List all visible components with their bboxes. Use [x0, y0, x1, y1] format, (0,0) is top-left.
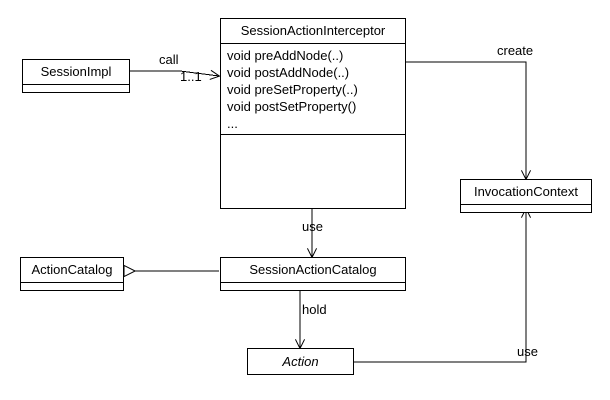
- class-attributes-compartment-invocation-context: [461, 204, 591, 212]
- edge-create-line: [406, 61, 526, 179]
- class-box-invocation-context[interactable]: InvocationContext: [460, 179, 592, 213]
- class-operation: void preSetProperty(..): [227, 82, 358, 97]
- class-title-action-catalog: ActionCatalog: [31, 262, 113, 277]
- edge-call-line: [130, 71, 219, 76]
- edge-label-use-context: use: [517, 344, 538, 359]
- edge-label-call-multiplicity: 1..1: [180, 69, 202, 84]
- class-operation: ...: [227, 116, 238, 131]
- edge-label-call: call: [159, 52, 179, 67]
- class-extra-compartment-session-action-interceptor: [221, 134, 405, 206]
- class-title-invocation-context: InvocationContext: [473, 184, 579, 199]
- class-title-session-impl: SessionImpl: [40, 64, 112, 79]
- edge-use-context-line: [354, 209, 526, 363]
- class-attributes-compartment-session-action-catalog: [221, 282, 405, 290]
- class-title-session-action-catalog: SessionActionCatalog: [249, 262, 377, 277]
- class-operations-compartment-session-action-interceptor: void preAddNode(..) void postAddNode(..)…: [221, 43, 405, 134]
- class-box-session-impl[interactable]: SessionImpl: [22, 59, 130, 93]
- edge-label-hold: hold: [302, 302, 327, 317]
- class-title-action: Action: [282, 354, 319, 369]
- class-box-action[interactable]: Action: [247, 348, 354, 375]
- class-title-session-action-interceptor: SessionActionInterceptor: [240, 23, 386, 38]
- class-box-session-action-interceptor[interactable]: SessionActionInterceptor void preAddNode…: [220, 18, 406, 209]
- edge-label-use-catalog: use: [302, 219, 323, 234]
- class-attributes-compartment-session-impl: [23, 84, 129, 92]
- edge-label-create: create: [497, 43, 534, 58]
- class-box-action-catalog[interactable]: ActionCatalog: [20, 257, 124, 291]
- class-attributes-compartment-action-catalog: [21, 282, 123, 290]
- class-operation: void postAddNode(..): [227, 65, 350, 80]
- class-operation: void preAddNode(..): [227, 48, 344, 63]
- class-operation: void postSetProperty(): [227, 99, 357, 114]
- class-box-session-action-catalog[interactable]: SessionActionCatalog: [220, 257, 406, 291]
